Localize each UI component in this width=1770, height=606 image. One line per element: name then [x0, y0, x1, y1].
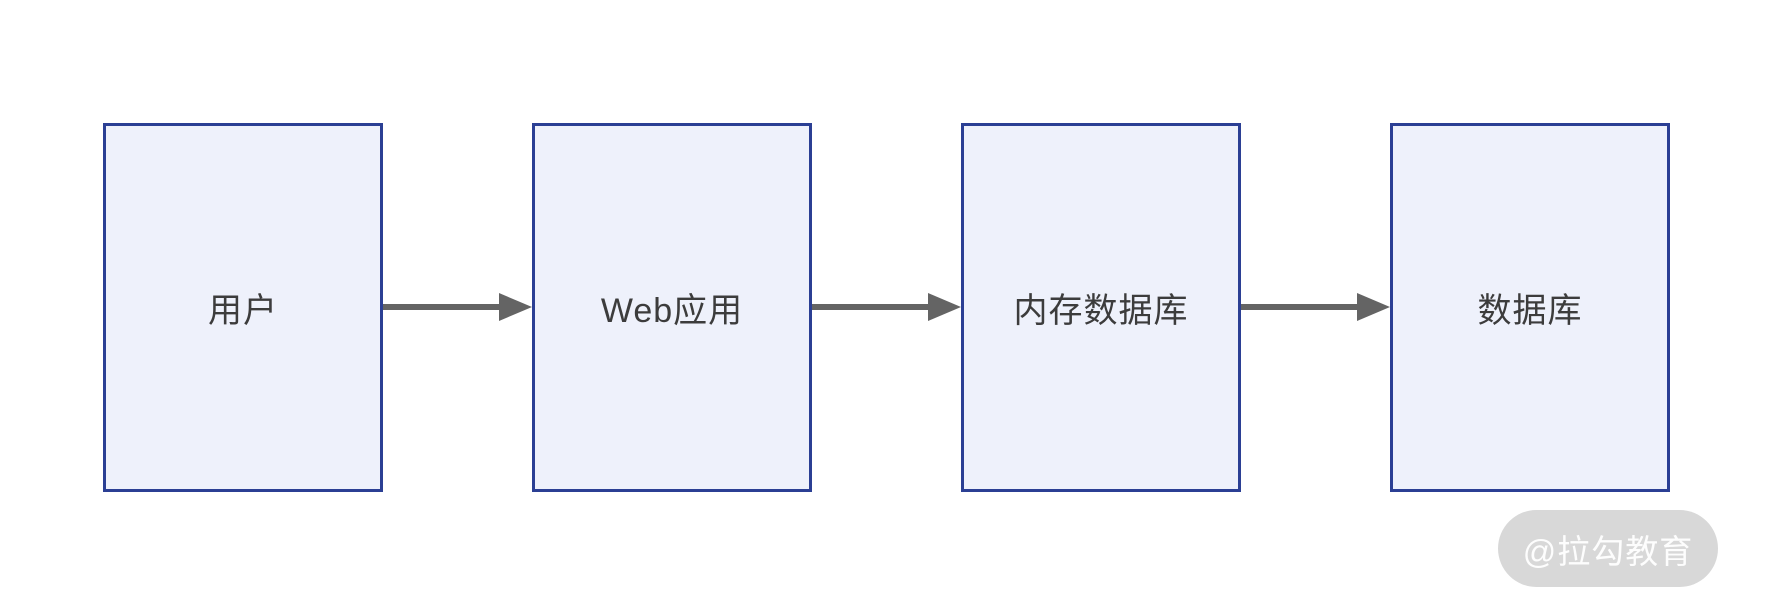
node-memory-db: 内存数据库	[961, 123, 1241, 492]
arrow-user-to-webapp-icon	[383, 293, 532, 321]
watermark-badge: @拉勾教育	[1498, 510, 1718, 587]
node-web-app-label: Web应用	[600, 292, 744, 330]
node-database: 数据库	[1390, 123, 1670, 492]
node-memory-db-label: 内存数据库	[1013, 292, 1189, 330]
watermark-text: @拉勾教育	[1522, 532, 1694, 570]
node-web-app: Web应用	[532, 123, 812, 492]
node-user: 用户	[103, 123, 383, 492]
arrow-memorydb-to-database-icon	[1241, 293, 1390, 321]
arrow-webapp-to-memorydb-icon	[812, 293, 961, 321]
node-database-label: 数据库	[1477, 292, 1583, 330]
node-user-label: 用户	[208, 292, 278, 330]
